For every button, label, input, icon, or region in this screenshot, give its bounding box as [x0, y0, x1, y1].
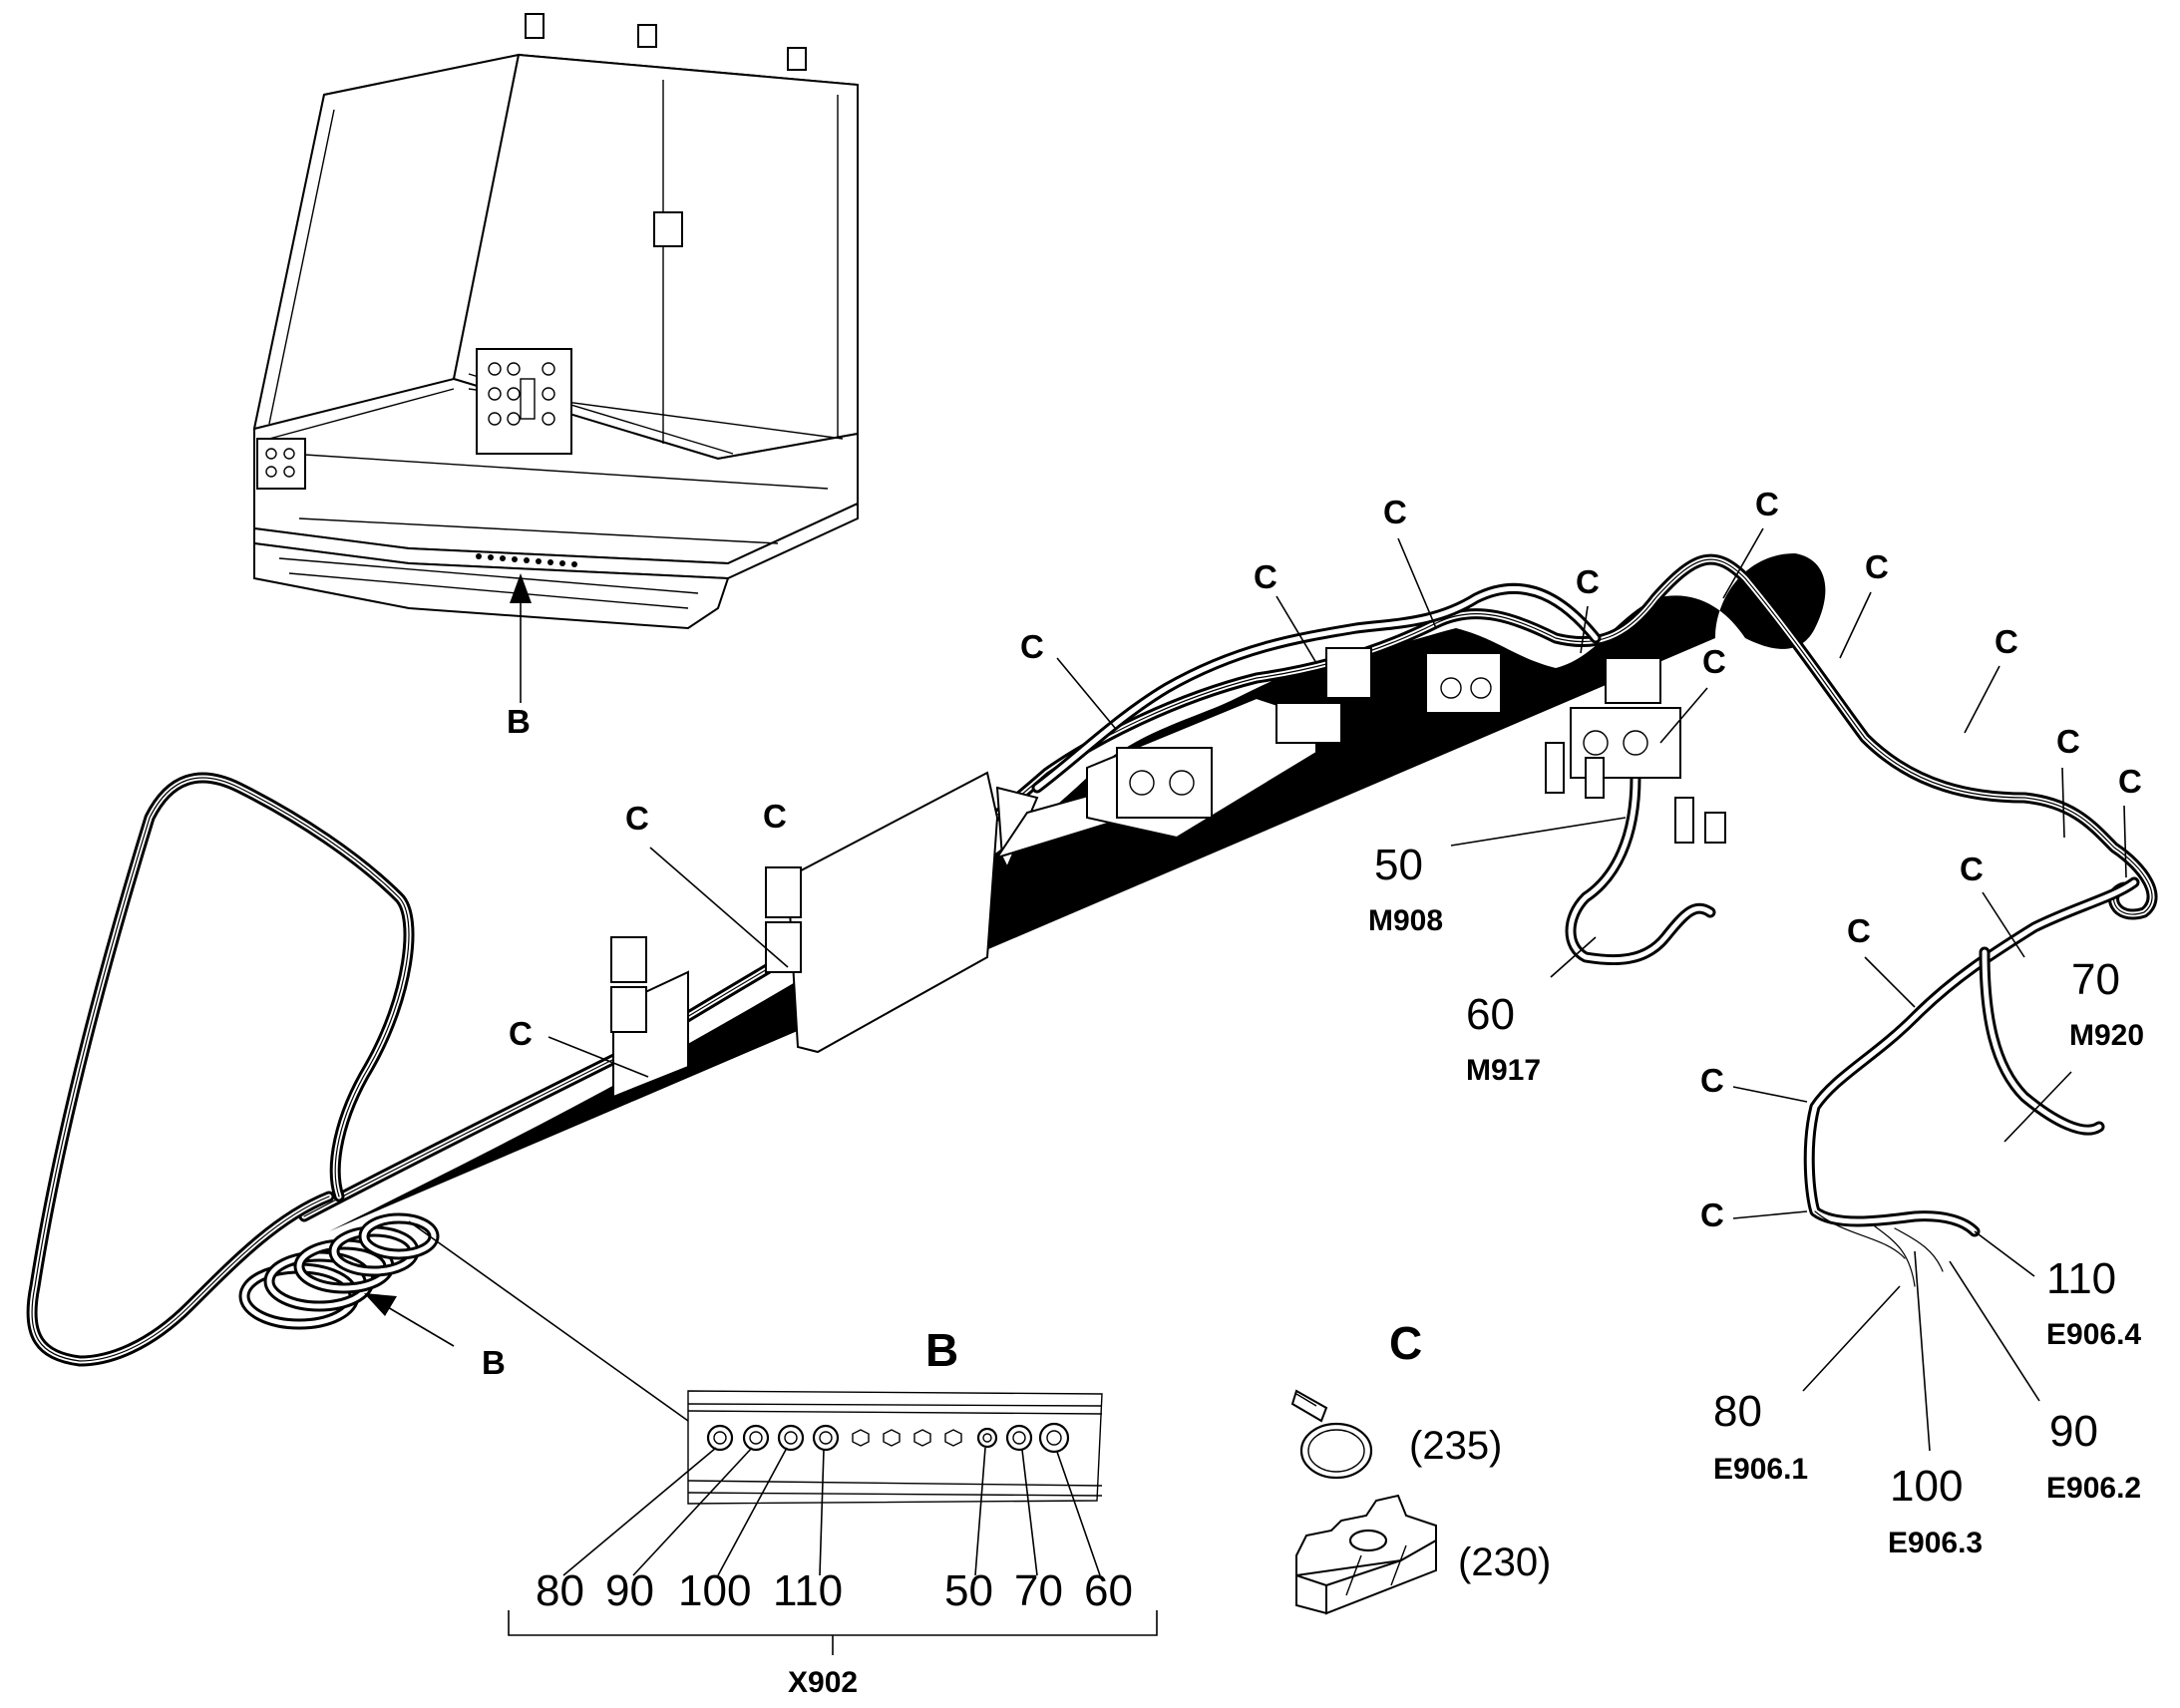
clamp-label: C	[1702, 643, 1726, 680]
callout-number: 70	[2071, 955, 2120, 1004]
callout-number: 90	[2049, 1407, 2098, 1456]
clamp-label: C	[1020, 628, 1044, 665]
clamp-label: C	[1576, 563, 1600, 600]
clamp-label: C	[509, 1015, 533, 1052]
clamp-label: C	[763, 798, 787, 835]
clamp-callouts: C C C C C C C C C C C C C C C C C C	[509, 486, 2142, 1233]
clamp-label: C	[1995, 623, 2018, 660]
view-arrow-b-bottom: B	[364, 1293, 506, 1381]
callout-code: E906.1	[1713, 1453, 1808, 1486]
valve-row	[476, 553, 577, 567]
legend-ref: (235)	[1409, 1424, 1502, 1468]
detail-b-pos: 50	[944, 1566, 993, 1615]
detail-b: B 80 90 100 110 50 70 60 X902	[408, 1220, 1158, 1699]
clamp-label: C	[1700, 1062, 1724, 1099]
callout-number: 50	[1374, 841, 1423, 889]
detail-b-title: B	[925, 1324, 958, 1376]
callout-number: 60	[1466, 990, 1515, 1039]
clamp-label: C	[625, 800, 649, 837]
cable-tie-icon	[1290, 1389, 1373, 1480]
callout-code: M920	[2069, 1019, 2144, 1052]
clamp-label: C	[1847, 912, 1871, 949]
detail-b-pos: 110	[773, 1566, 843, 1615]
tube-clamp-icon	[1295, 1494, 1437, 1615]
callout-number: 110	[2046, 1254, 2116, 1303]
callout-code: E906.3	[1888, 1527, 1983, 1559]
line-callouts: 50 M908 60 M917 70 M920 110 E906.4 80 E9…	[1368, 817, 2144, 1559]
detail-b-pos: 60	[1084, 1566, 1133, 1615]
connector-label: X902	[788, 1666, 858, 1699]
callout-code: E906.4	[2046, 1318, 2141, 1351]
callout-code: M917	[1466, 1054, 1541, 1087]
clamp-label: C	[1865, 548, 1889, 585]
callout-number: 100	[1890, 1462, 1963, 1511]
callout-code: E906.2	[2046, 1472, 2141, 1505]
mounting-brackets	[610, 647, 1726, 1099]
clamp-label: C	[1960, 851, 1984, 887]
callout-code: M908	[1368, 904, 1443, 937]
detail-b-pos: 90	[605, 1566, 654, 1615]
view-arrow-b-bottom-label: B	[482, 1344, 506, 1381]
legend-c-title: C	[1389, 1317, 1422, 1369]
clamp-label: C	[1254, 558, 1277, 595]
clamp-label: C	[2056, 723, 2080, 760]
clamp-label: C	[2118, 763, 2142, 800]
clamp-label: C	[1755, 486, 1779, 522]
view-arrow-b-top-label: B	[507, 703, 531, 740]
detail-b-pos: 100	[678, 1566, 751, 1615]
callout-number: 80	[1713, 1387, 1762, 1436]
detail-b-pos: 80	[536, 1566, 584, 1615]
clamp-label: C	[1700, 1196, 1724, 1233]
clamp-label: C	[1383, 494, 1407, 530]
legend-ref: (230)	[1458, 1540, 1551, 1584]
detail-b-pos: 70	[1014, 1566, 1063, 1615]
legend-c: C (235) (230)	[1290, 1317, 1551, 1615]
cabin-assembly	[252, 13, 859, 630]
pipe-bundle	[26, 553, 2158, 1367]
view-arrow-b-top: B	[507, 573, 532, 740]
